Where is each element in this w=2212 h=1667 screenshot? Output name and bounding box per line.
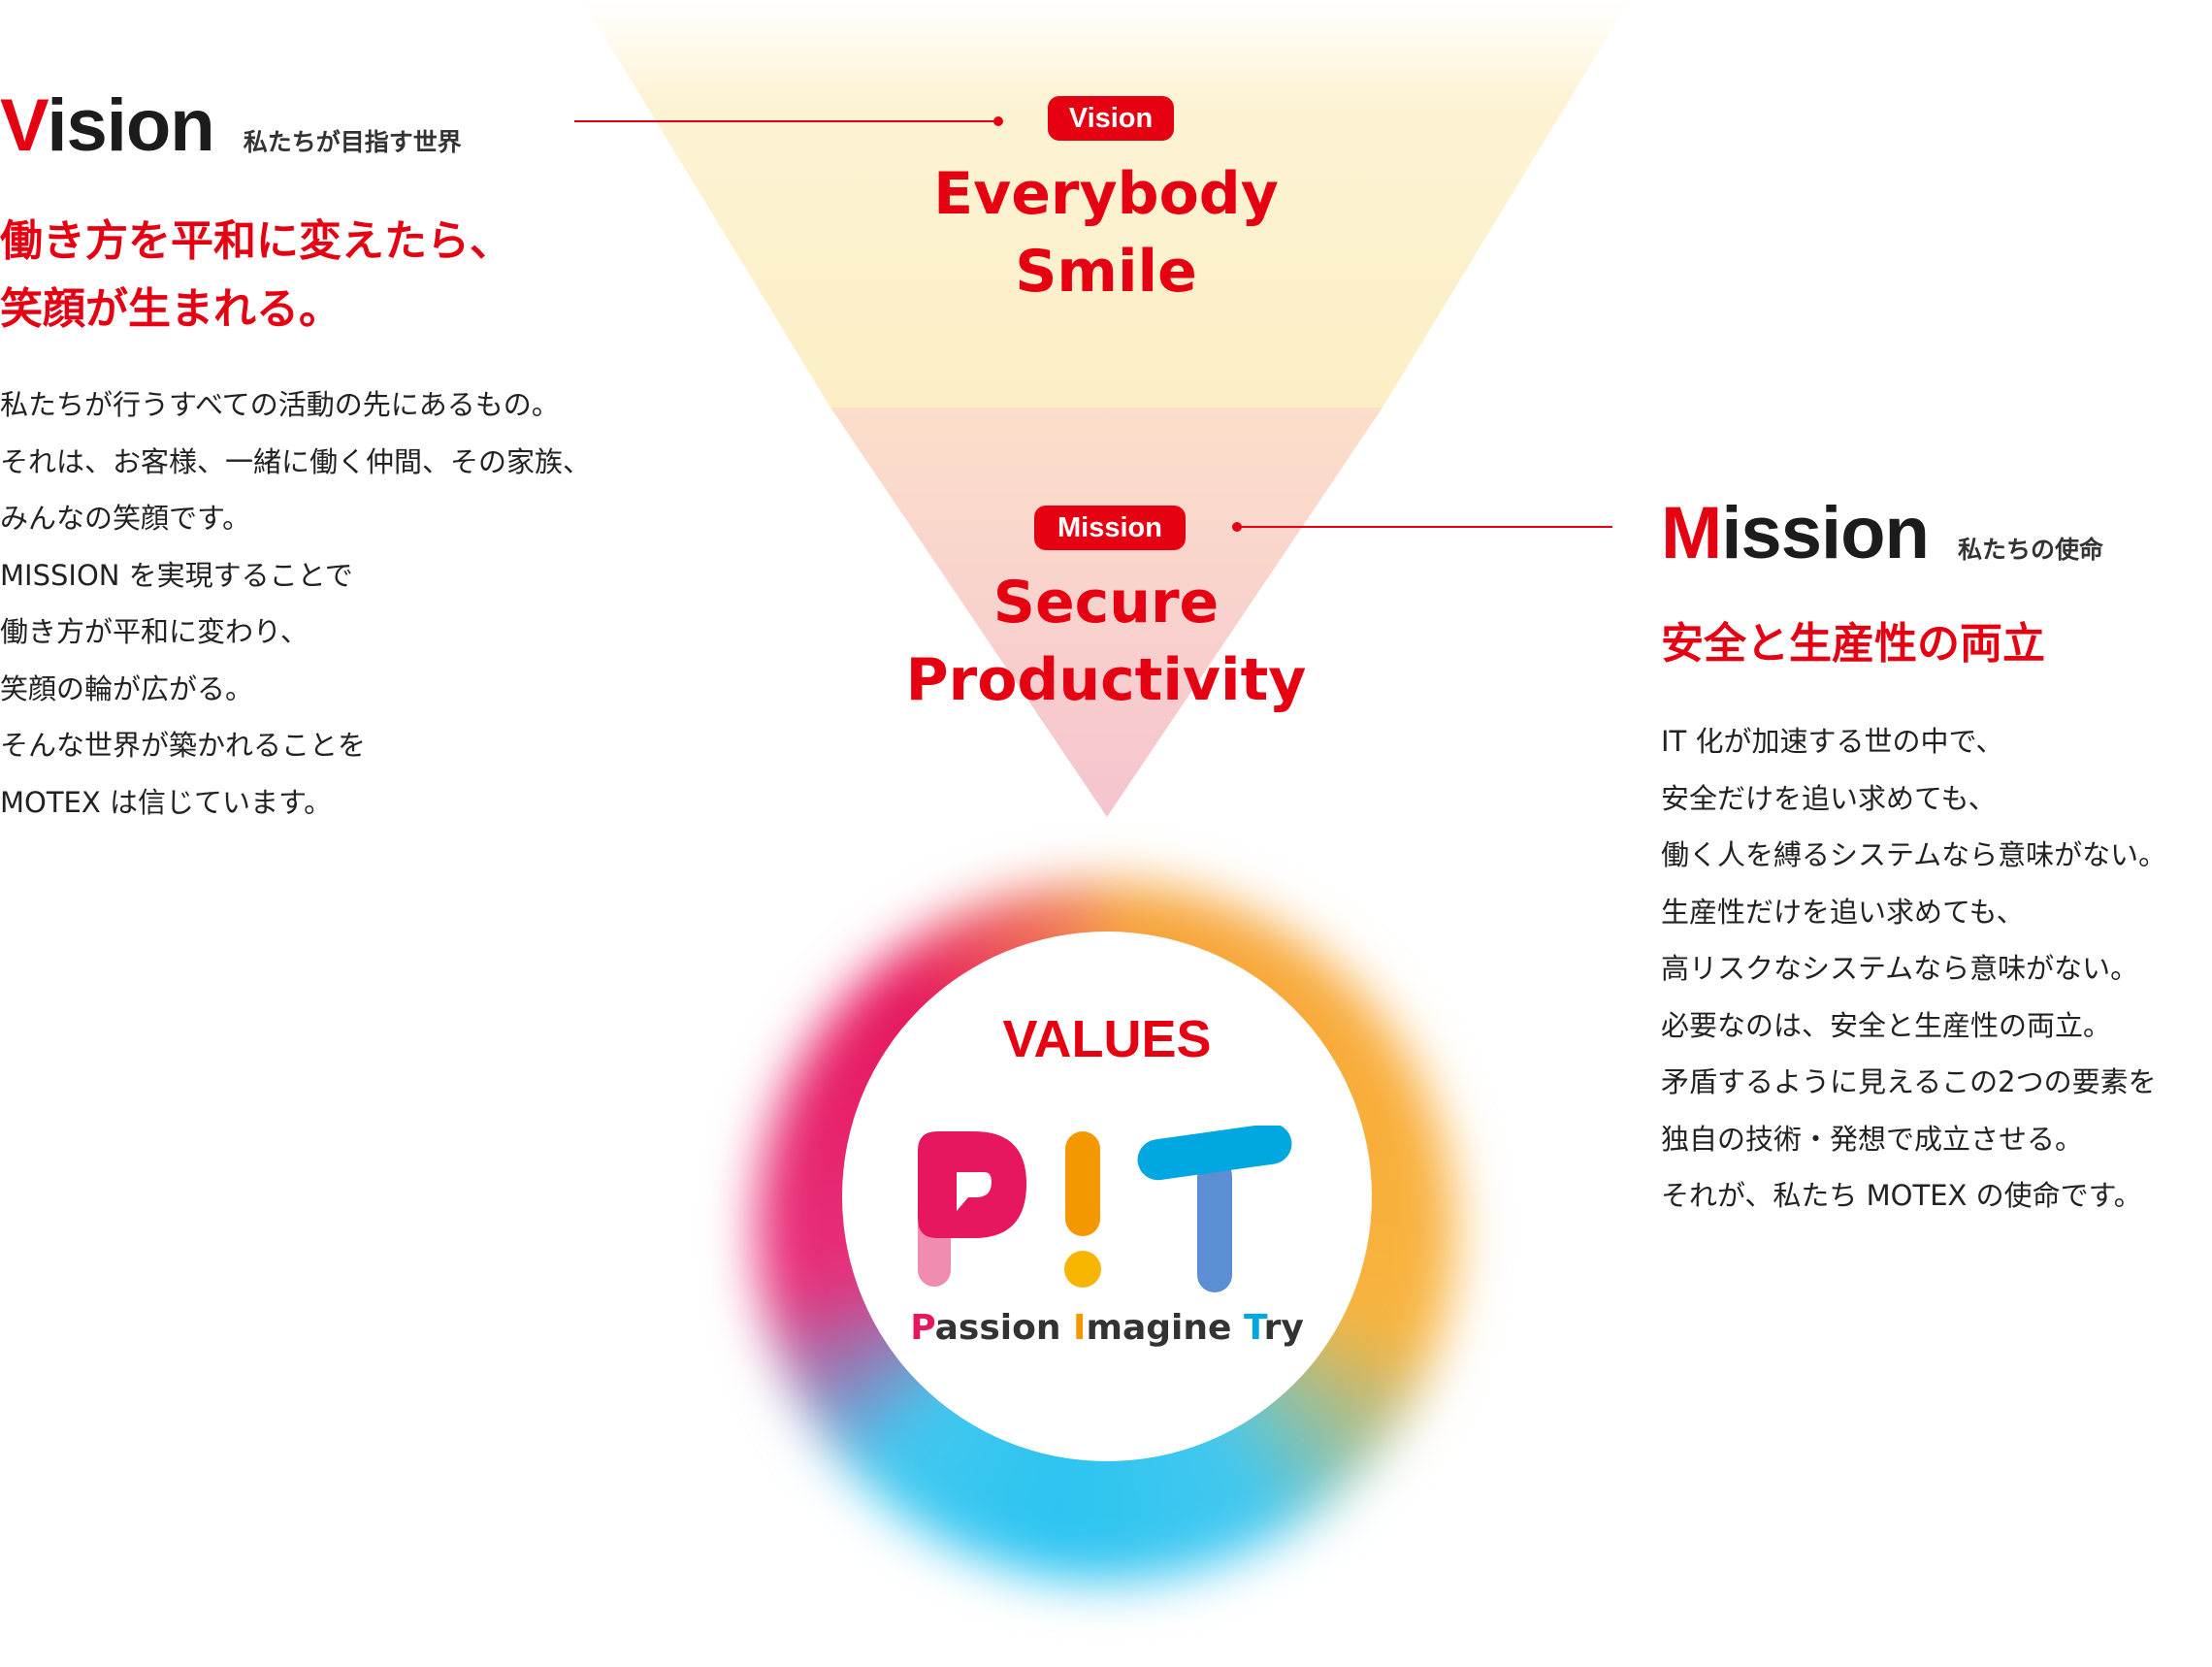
triangle-vision-tag: Vision	[1048, 96, 1174, 141]
value-passion: Passion	[910, 1308, 1061, 1348]
mission-body-line: それが、私たち MOTEX の使命です。	[1661, 1179, 2142, 1212]
vision-body-line: それは、お客様、一緒に働く仲間、その家族、	[0, 444, 592, 478]
mission-body-line: 安全だけを追い求めても、	[1661, 781, 1997, 815]
triangle-mission-tag: Mission	[1034, 506, 1186, 550]
vision-body-line: 私たちが行うすべての活動の先にあるもの。	[0, 388, 560, 421]
vision-catchphrase: 働き方を平和に変えたら、 笑顔が生まれる。	[0, 216, 512, 334]
mission-body-line: 独自の技術・発想で成立させる。	[1661, 1122, 2084, 1156]
vision-connector-dot	[993, 116, 1003, 126]
vision-connector-line	[574, 120, 997, 122]
pit-logo-t-bar	[1137, 1126, 1292, 1181]
values-label: VALUES	[1002, 1010, 1212, 1068]
mission-connector-dot	[1232, 522, 1242, 532]
value-try: Try	[1243, 1308, 1304, 1348]
pit-logo-exclamation-bar	[1065, 1131, 1100, 1236]
triangle-mission-statement: Secure Productivity	[905, 569, 1307, 714]
mission-body-line: 矛盾するように見えるこの2つの要素を	[1661, 1065, 2157, 1098]
mission-body-line: 生産性だけを追い求めても、	[1661, 895, 2025, 929]
vision-title: Vision	[0, 84, 215, 167]
vision-body-line: MISSION を実現することで	[0, 558, 353, 592]
pit-logo-t-stem	[1197, 1159, 1232, 1292]
mission-heading: Mission 私たちの使命	[1661, 497, 2103, 571]
mission-catchphrase: 安全と生産性の両立	[1661, 619, 2045, 669]
mission-connector-line	[1238, 526, 1612, 528]
values-words: Passion Imagine Try	[842, 1308, 1372, 1348]
mission-body: IT 化が加速する世の中で、 安全だけを追い求めても、 働く人を縛るシステムなら…	[1661, 713, 2166, 1225]
pit-logo-p-notch	[957, 1172, 992, 1211]
mission-body-line: IT 化が加速する世の中で、	[1661, 725, 2004, 758]
mission-body-line: 働く人を縛るシステムなら意味がない。	[1661, 838, 2167, 871]
vision-body-line: みんなの笑顔です。	[0, 502, 251, 535]
triangle-vision-statement: Everybody Smile	[933, 160, 1279, 306]
mission-subtitle: 私たちの使命	[1957, 536, 2103, 564]
vision-body: 私たちが行うすべての活動の先にあるもの。 それは、お客様、一緒に働く仲間、その家…	[0, 376, 591, 831]
vision-body-line: そんな世界が築かれることを	[0, 729, 367, 762]
mission-title: Mission	[1661, 492, 1930, 574]
mission-body-line: 高リスクなシステムなら意味がない。	[1661, 952, 2139, 985]
vision-body-line: 働き方が平和に変わり、	[0, 615, 309, 648]
pit-logo-exclamation-dot	[1064, 1251, 1101, 1288]
triangle-mission-band	[830, 408, 1382, 817]
vision-subtitle: 私たちが目指す世界	[243, 128, 462, 156]
value-imagine: Imagine	[1073, 1308, 1232, 1348]
vision-heading: Vision 私たちが目指す世界	[0, 89, 462, 163]
vision-body-line: 笑顔の輪が広がる。	[0, 671, 254, 705]
vision-body-line: MOTEX は信じています。	[0, 785, 333, 819]
pit-logo-icon	[918, 1126, 1292, 1292]
triangle-vision-band	[582, 0, 1630, 408]
mission-body-line: 必要なのは、安全と生産性の両立。	[1661, 1008, 2112, 1042]
